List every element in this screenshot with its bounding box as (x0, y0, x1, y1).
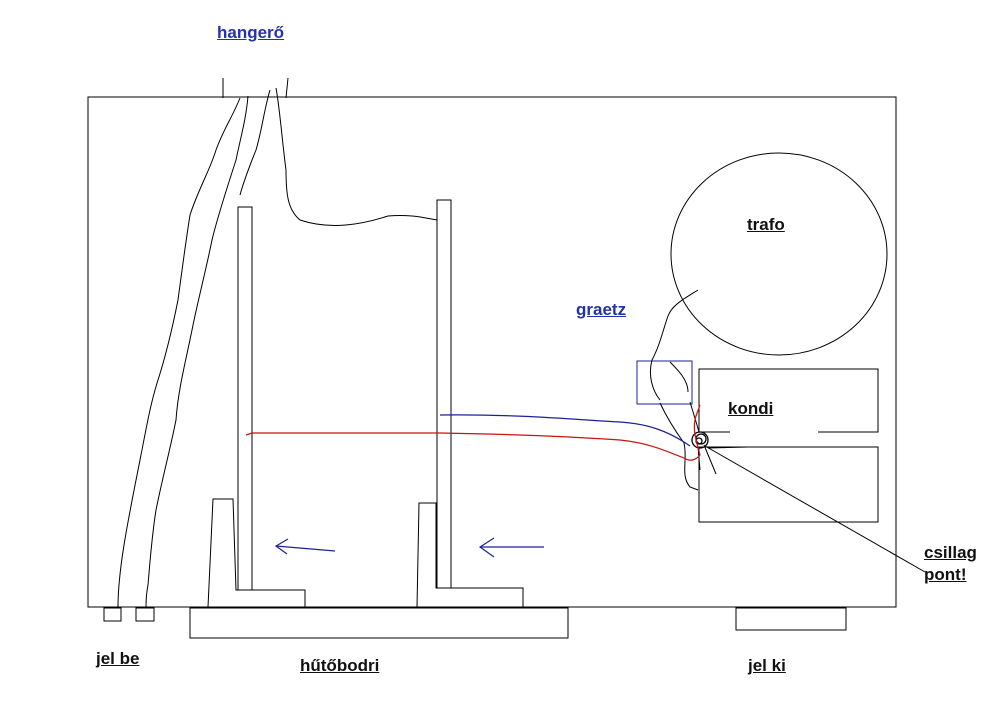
label-csillag-line1: csillag (924, 543, 977, 562)
airflow-arrow-right (478, 537, 544, 558)
label-csillag-line2: pont! (924, 565, 967, 584)
label-trafo: trafo (747, 215, 785, 234)
label-hutobordi: hűtőbodri (300, 656, 380, 675)
heatsink-base (189, 607, 569, 639)
red-ground-wire (245, 404, 701, 461)
heatsink-2 (416, 199, 524, 608)
output-connector (735, 607, 847, 631)
label-graetz: graetz (576, 300, 627, 319)
heatsink-1 (207, 206, 306, 608)
input-connector-left (103, 607, 122, 622)
label-kondi: kondi (728, 399, 774, 418)
blue-ground-wire (439, 414, 691, 447)
transformer-circle (670, 152, 888, 356)
label-hangero: hangerő (217, 23, 285, 42)
capacitor-lower (698, 446, 879, 523)
volume-pot-wires (117, 77, 438, 608)
star-ground-leads (697, 444, 926, 573)
chassis-outline (87, 96, 897, 608)
input-connector-right (135, 607, 155, 622)
star-ground-point (691, 431, 709, 449)
graetz-rectifier-box (636, 360, 693, 405)
airflow-arrow-left (274, 538, 336, 555)
capacitor-upper (698, 368, 879, 433)
label-jel-be: jel be (96, 649, 140, 668)
label-jel-ki: jel ki (748, 656, 786, 675)
